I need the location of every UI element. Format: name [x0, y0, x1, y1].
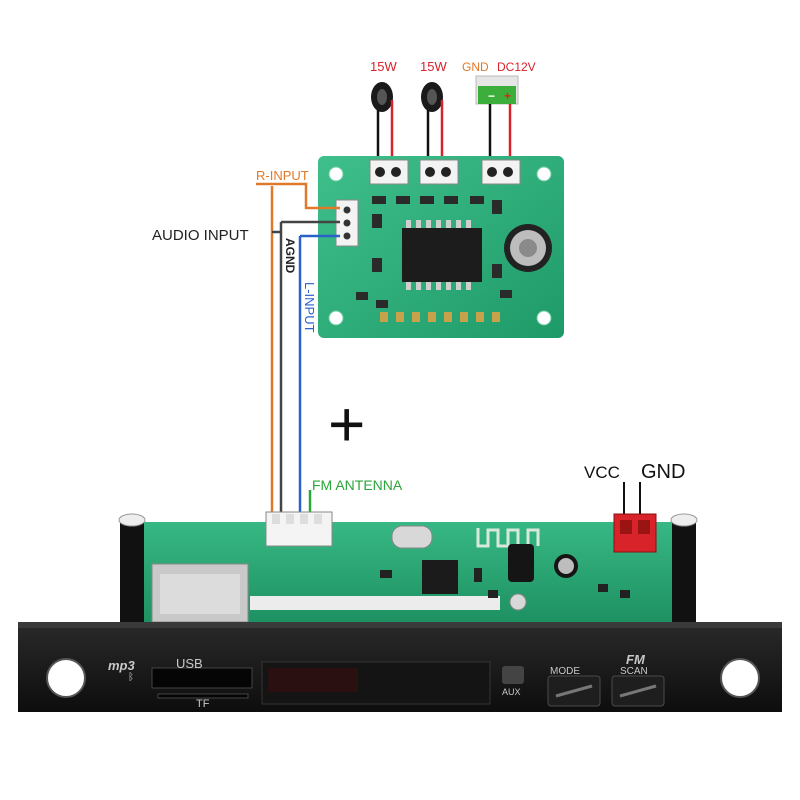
plus-sign-terminal: +	[504, 89, 511, 103]
l-input-label: L-INPUT	[302, 282, 317, 333]
minus-sign: −	[488, 89, 495, 103]
mp3-logo: mp3	[108, 658, 136, 673]
front-panel: ᛒ	[18, 622, 782, 712]
mode-label: MODE	[550, 666, 580, 677]
r-input-label: R-INPUT	[256, 168, 309, 183]
amplifier-board	[318, 156, 564, 338]
gnd-top-label: GND	[462, 60, 489, 74]
speaker-left-icon	[371, 82, 393, 112]
vcc-label: VCC	[584, 463, 620, 482]
gnd-label: GND	[641, 461, 685, 483]
plus-sign: +	[328, 388, 365, 460]
speaker-left-label: 15W	[370, 59, 397, 74]
fm-logo: FM	[626, 652, 646, 667]
audio-input-label: AUDIO INPUT	[152, 227, 249, 244]
speaker-right-icon	[421, 82, 443, 112]
fm-antenna-label: FM ANTENNA	[312, 477, 403, 493]
power-terminal-icon: − +	[475, 75, 519, 105]
input-wires	[256, 182, 340, 514]
agnd-label: AGND	[283, 238, 297, 274]
scan-label: SCAN	[620, 666, 648, 677]
speaker-right-label: 15W	[420, 59, 447, 74]
dc12v-label: DC12V	[497, 60, 536, 74]
bluetooth-icon: ᛒ	[128, 672, 134, 683]
usb-label: USB	[176, 656, 203, 671]
tf-label: TF	[196, 698, 210, 710]
mp3-module-board	[118, 511, 698, 626]
aux-label: AUX	[502, 687, 521, 697]
